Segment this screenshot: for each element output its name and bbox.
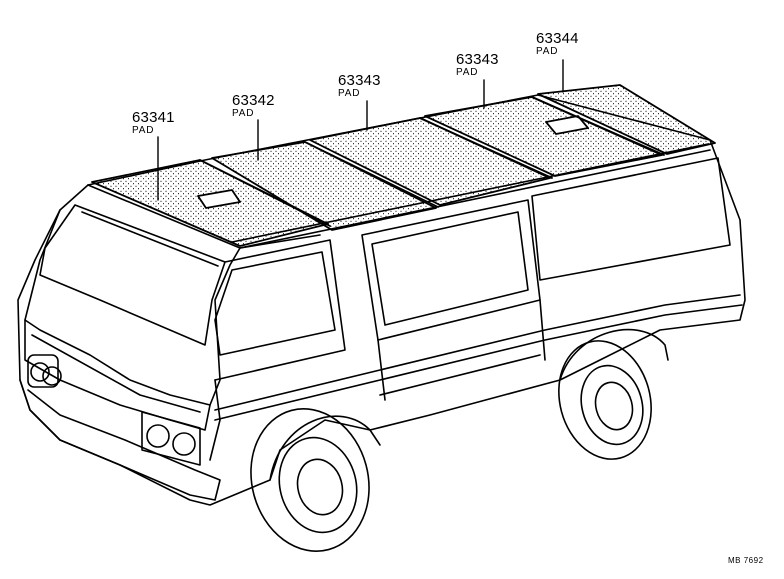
rear-wheel-arch	[559, 328, 669, 381]
roof-side-edge	[239, 149, 711, 249]
side-door	[361, 199, 541, 341]
front-face	[24, 209, 241, 406]
rear-hub	[594, 381, 634, 431]
front-hub	[296, 458, 344, 516]
callout-4-name: PAD	[456, 67, 479, 78]
grille	[24, 319, 211, 431]
leader-lines	[157, 59, 564, 201]
roof-pads	[91, 84, 716, 247]
belt-molding	[214, 294, 741, 411]
callout-1-part-number: 63341	[132, 109, 175, 126]
callout-4-part-number: 63343	[456, 51, 499, 68]
side-door-window	[371, 211, 529, 326]
callout-3-name: PAD	[338, 88, 361, 99]
callout-5-name: PAD	[536, 46, 559, 57]
callout-2-name: PAD	[232, 108, 255, 119]
front-pillar	[214, 239, 346, 381]
callout-2-part-number: 63342	[232, 92, 275, 109]
front-wheel-arch	[269, 415, 381, 481]
sunroof-front	[197, 189, 241, 209]
callout-3-part-number: 63343	[338, 72, 381, 89]
front-bumper	[19, 379, 221, 501]
front-door-window	[214, 251, 336, 356]
headlight-left-outer	[27, 354, 59, 388]
front-tire	[250, 408, 370, 552]
rear-tire	[558, 340, 652, 460]
pad-63344	[537, 84, 716, 155]
rear-side-window	[531, 157, 731, 281]
callout-5-part-number: 63344	[536, 30, 579, 47]
sunroof-rear	[545, 115, 589, 135]
windshield	[39, 204, 226, 346]
drawing-reference: MB 7692	[728, 556, 764, 565]
callout-1-name: PAD	[132, 125, 155, 136]
headlight-right-outer	[141, 411, 201, 466]
